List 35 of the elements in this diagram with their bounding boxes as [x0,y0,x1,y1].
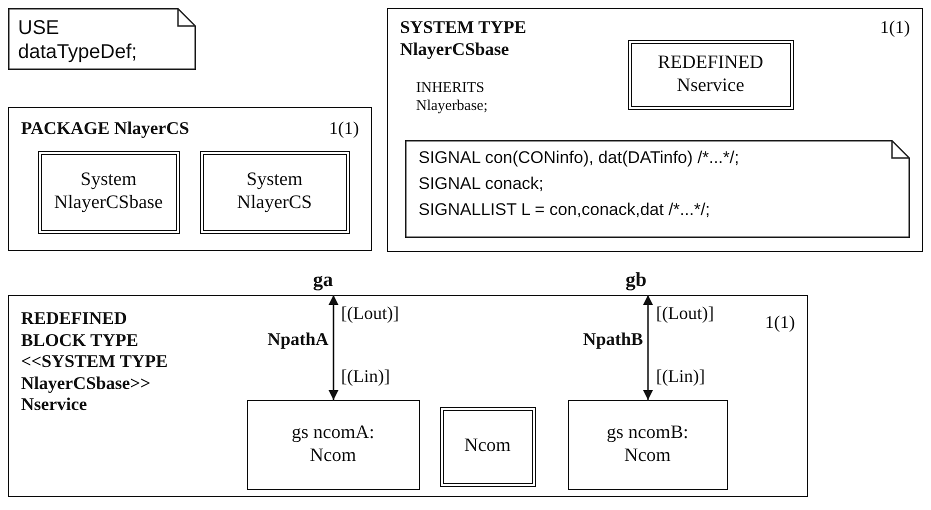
box-text: gs ncomB: Ncom [606,422,690,468]
box-text: REDEFINED Nservice [656,52,764,98]
signal-list-label: [(Lout)] [341,303,399,325]
type-reference-box [440,406,536,486]
box-text: System NlayerCS [236,169,313,215]
type-reference-box [628,40,794,110]
type-reference-box [38,150,180,234]
signal-declaration: SIGNAL con(CONinfo), dat(DATinfo) /*...*/; [418,148,740,168]
gate-label: gb [625,268,647,292]
channel-arrow [328,295,338,400]
signal-list-label: [(Lin)] [656,366,705,388]
inherits-text: INHERITS Nlayerbase; [416,79,489,115]
frame-heading: REDEFINED BLOCK TYPE <<SYSTEM TYPE NlayerCSbase>> Nservice [21,308,169,416]
box-text: Ncom [464,435,511,458]
page-number: 1(1) [329,118,360,140]
type-reference-box [200,150,350,234]
channel-arrow [643,295,653,400]
signal-list-label: [(Lout)] [656,303,714,325]
box-text: gs ncomA: Ncom [290,422,376,468]
frame-heading: SYSTEM TYPE NlayerCSbase [400,17,528,60]
diagram-frame [8,107,372,251]
comment-note [8,8,196,70]
signal-list-label: [(Lin)] [341,366,390,388]
frame-heading: PACKAGE NlayerCS [21,118,190,140]
page-number: 1(1) [880,17,911,39]
note-text: USE dataTypeDef; [18,16,138,64]
instance-box [568,400,728,490]
box-text: System NlayerCSbase [53,169,164,215]
signal-declaration: SIGNAL conack; [418,174,545,194]
page-number: 1(1) [765,312,796,334]
signal-declaration: SIGNALLIST L = con,conack,dat /*...*/; [418,200,712,220]
gate-label: ga [313,268,333,292]
diagram-frame [387,8,923,252]
comment-note [404,140,910,238]
instance-box [246,400,420,490]
